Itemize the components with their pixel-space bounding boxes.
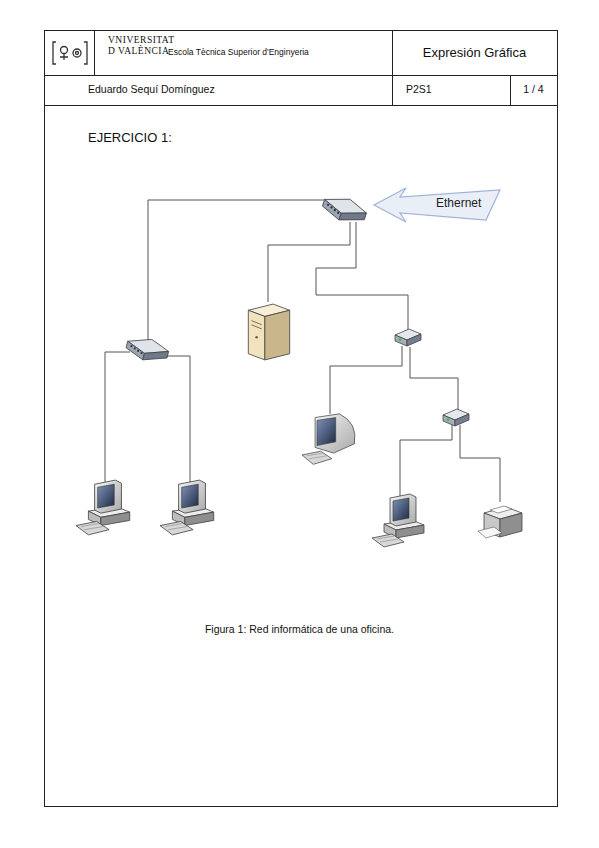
printer [478,506,522,538]
exercise-title: EJERCICIO 1: [88,131,172,145]
header-text: 1 / 4 [510,84,557,96]
server [248,304,289,360]
header-text: P2S1 [406,84,432,96]
header-text: Escola Tècnica Superior d'Enginyeria [168,48,309,57]
workstation [160,480,214,535]
page-frame [44,30,558,807]
hub [395,329,421,346]
header-text: Expresión Gráfica [392,46,557,60]
node-label: Ethernet [436,196,481,210]
workstation [76,480,130,535]
figure-caption: Figura 1: Red informática de una oficina… [0,624,599,636]
ethernet-arrow: Ethernet [374,186,502,224]
university-logo [53,42,87,64]
main-switch [320,192,369,227]
arrow-outline [374,188,500,222]
header-text: D VALÈNCIA [108,46,169,56]
hub [443,409,469,426]
crt-monitor [302,414,355,465]
workstation [372,494,424,547]
header-text: VNIVERSITAT [108,35,175,45]
network-wire [105,200,500,502]
switch [124,334,170,366]
header-text: Eduardo Sequí Domínguez [88,84,215,96]
